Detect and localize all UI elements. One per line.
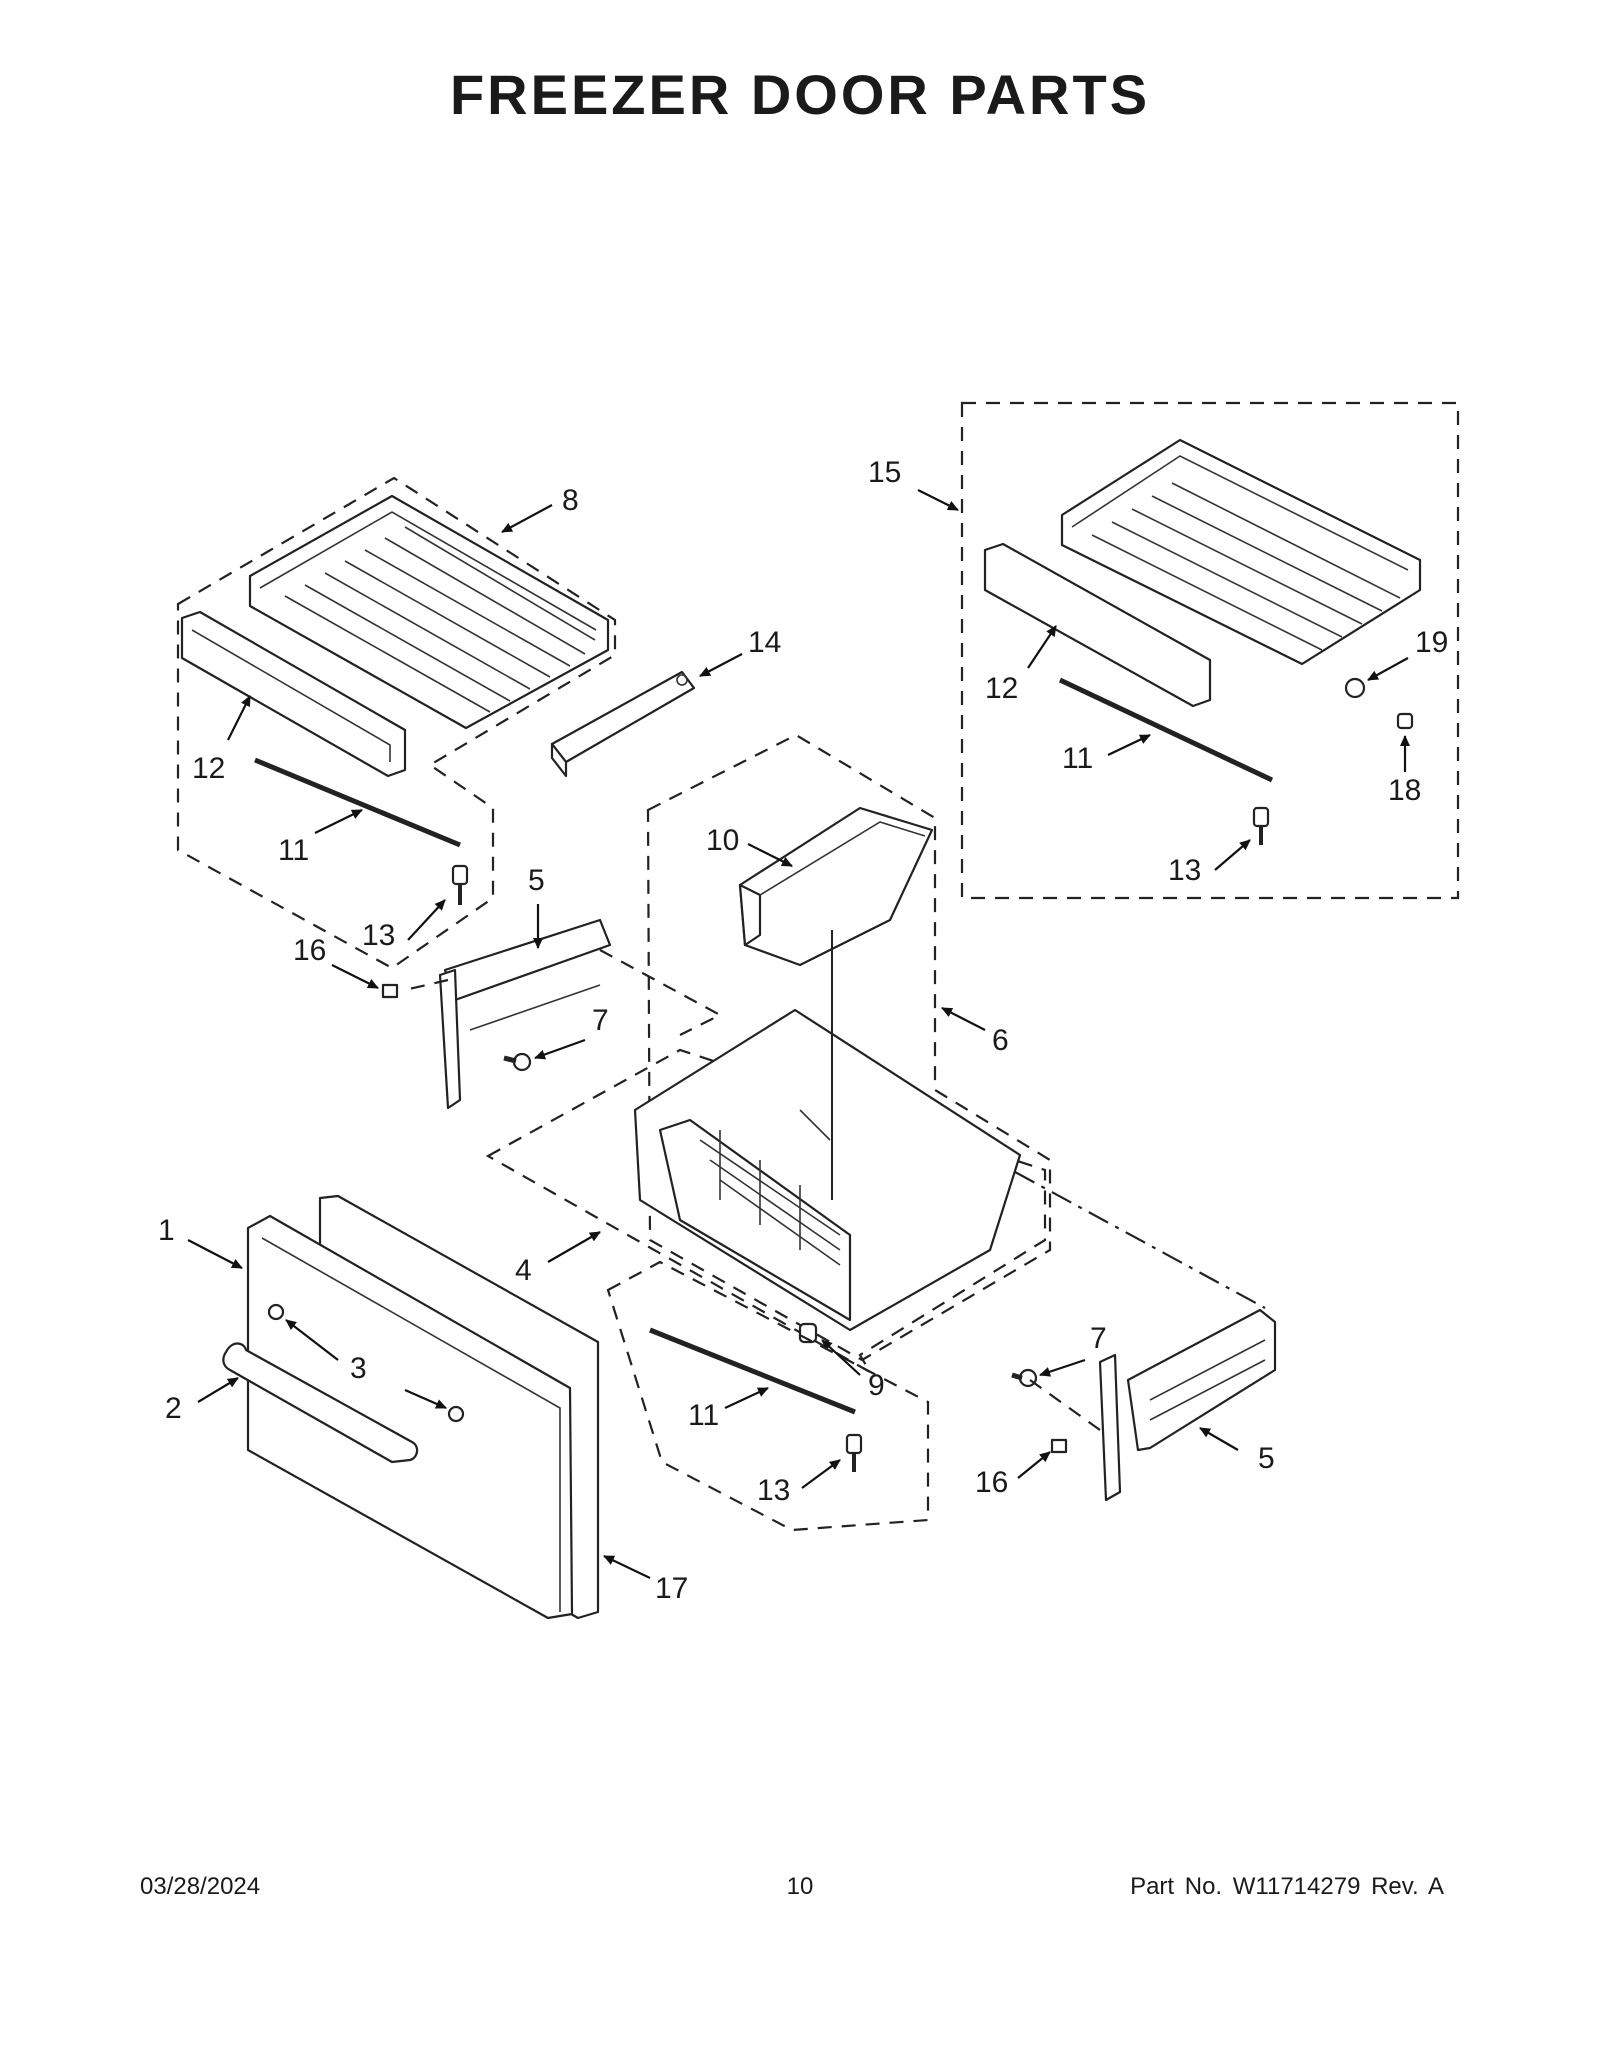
washer-part-19 — [1344, 677, 1366, 699]
callout-6: 6 — [992, 1024, 1009, 1057]
screw-part-7 — [1011, 1368, 1038, 1388]
callout-8: 8 — [562, 484, 579, 517]
callout-13c: 13 — [757, 1474, 790, 1507]
callout-labels: 1 2 3 4 5 5 6 7 7 8 9 10 11 11 11 12 12 … — [158, 456, 1448, 1605]
freezer-door-group — [187, 1194, 651, 1620]
callout-12a: 12 — [192, 752, 225, 785]
callout-11b: 11 — [1062, 742, 1093, 775]
shelf-screw — [451, 864, 469, 905]
callout-3: 3 — [350, 1352, 367, 1385]
middle-basket-group — [331, 733, 1052, 1362]
footer-part-number: Part No. W11714279 Rev. A — [1130, 1873, 1444, 1900]
callout-12b: 12 — [985, 672, 1018, 705]
callout-16a: 16 — [293, 934, 326, 967]
callout-13a: 13 — [362, 919, 395, 952]
shelf-slide-rail — [1058, 677, 1274, 783]
screw-part-7 — [503, 1052, 532, 1072]
callout-15: 15 — [868, 456, 901, 489]
lower-slide-rail — [649, 1327, 856, 1415]
pin-part-18 — [1396, 712, 1414, 730]
callout-1: 1 — [158, 1214, 175, 1247]
shelf-front-trim — [180, 610, 407, 778]
callout-10: 10 — [706, 824, 739, 857]
callout-5a: 5 — [528, 864, 545, 897]
right-drawer-slide — [1126, 1308, 1277, 1452]
page-title: FREEZER DOOR PARTS — [449, 63, 1151, 126]
handle-mount-stud — [447, 1405, 465, 1423]
storage-bin-part-10 — [738, 806, 934, 967]
lower-screw — [845, 1433, 863, 1472]
callout-17: 17 — [655, 1572, 688, 1605]
upper-left-shelf-group — [176, 476, 617, 970]
left-drawer-slide — [438, 918, 612, 1110]
main-freezer-basket — [485, 930, 1266, 1376]
shelf-assembly-boundary — [176, 476, 617, 970]
shelf-slide-rail — [254, 757, 461, 848]
footer-page-number: 10 — [786, 1873, 814, 1900]
handle-mount-stud — [267, 1303, 285, 1321]
callout-19: 19 — [1415, 626, 1448, 659]
basket-boundary — [485, 1048, 1047, 1375]
callout-11a: 11 — [278, 834, 309, 867]
callout-11c: 11 — [688, 1399, 719, 1432]
rail-boundary — [606, 1260, 930, 1532]
callout-4: 4 — [515, 1254, 532, 1287]
clip-part-16 — [1050, 1438, 1068, 1454]
callout-2: 2 — [165, 1392, 182, 1425]
door-handle — [222, 1342, 419, 1464]
shelf-front-trim — [983, 542, 1212, 708]
shelf-tray — [248, 494, 610, 730]
callout-16b: 16 — [975, 1466, 1008, 1499]
clip-part-16 — [381, 983, 399, 999]
door-panel — [246, 1214, 574, 1620]
footer-date: 03/28/2024 — [140, 1873, 261, 1900]
callout-7b: 7 — [1090, 1322, 1107, 1355]
basket-assembly-boundary — [646, 733, 1052, 1362]
callout-14: 14 — [748, 626, 781, 659]
callout-5b: 5 — [1258, 1442, 1275, 1475]
callout-9: 9 — [868, 1369, 885, 1402]
right-drawer-slide-group — [1011, 1308, 1277, 1502]
lower-rail-group — [606, 1260, 930, 1532]
callout-7a: 7 — [592, 1004, 609, 1037]
front-bracket-part-14 — [550, 653, 743, 778]
shelf-screw — [1252, 806, 1270, 845]
callout-18: 18 — [1388, 774, 1421, 807]
upper-right-shelf-group — [917, 401, 1460, 900]
callout-13b: 13 — [1168, 854, 1201, 887]
shelf-assembly-box — [960, 401, 1460, 900]
